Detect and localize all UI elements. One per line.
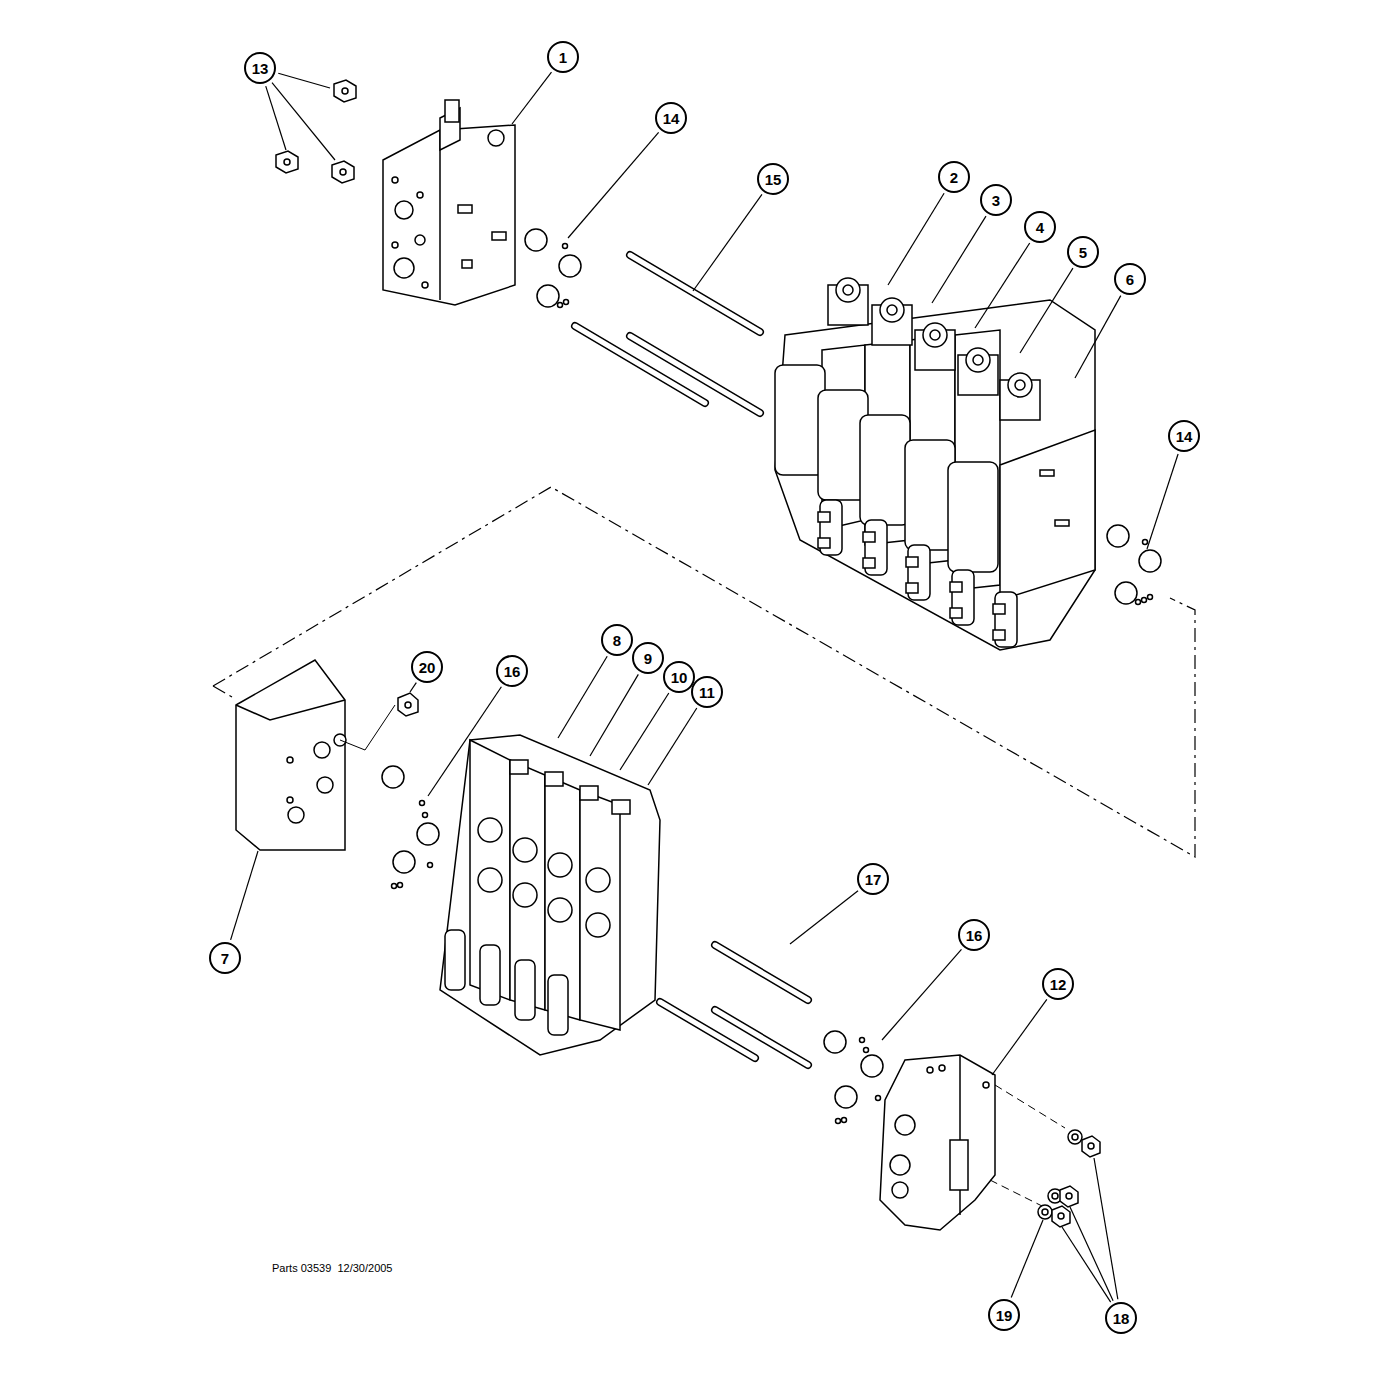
leader-line <box>568 132 659 238</box>
drawing-note: Parts 03539 12/30/2005 <box>272 1262 392 1274</box>
leader-line <box>992 999 1047 1075</box>
callout-number: 12 <box>1042 968 1074 1000</box>
callout-number: 16 <box>958 919 990 951</box>
leader-line <box>1011 1220 1043 1297</box>
callout-number: 14 <box>1168 420 1200 452</box>
callout-number: 4 <box>1024 211 1056 243</box>
callout-number: 3 <box>980 184 1012 216</box>
leader-line <box>1062 1227 1111 1302</box>
leader-line <box>410 683 416 692</box>
leader-line <box>1075 296 1121 378</box>
leader-line <box>620 693 669 770</box>
leader-line <box>272 83 335 160</box>
leader-line <box>888 193 944 285</box>
callout-number: 18 <box>1105 1302 1137 1334</box>
leader-line <box>1094 1158 1118 1299</box>
leader-line <box>231 851 258 940</box>
leader-line <box>590 674 638 756</box>
callout-number: 19 <box>988 1299 1020 1331</box>
callout-number: 15 <box>757 163 789 195</box>
callout-number: 1 <box>547 41 579 73</box>
leader-line <box>648 708 697 785</box>
leader-line <box>512 72 551 124</box>
callout-number: 20 <box>411 651 443 683</box>
leader-line <box>428 687 501 796</box>
callout-number: 8 <box>601 624 633 656</box>
callout-number: 6 <box>1114 263 1146 295</box>
callout-number: 14 <box>655 102 687 134</box>
callout-number: 11 <box>691 676 723 708</box>
leader-line <box>558 656 607 738</box>
callout-number: 17 <box>857 863 889 895</box>
leader-line <box>693 194 762 291</box>
callout-number: 9 <box>632 642 664 674</box>
leader-line <box>932 216 986 303</box>
callout-number: 10 <box>663 661 695 693</box>
callout-number: 5 <box>1067 236 1099 268</box>
callout-number: 2 <box>938 161 970 193</box>
leader-line <box>1147 454 1178 549</box>
leader-line <box>975 243 1030 328</box>
leader-line <box>1020 268 1073 353</box>
leader-line <box>278 73 330 88</box>
leader-line <box>790 891 858 944</box>
callout-number: 16 <box>496 655 528 687</box>
callout-number: 13 <box>244 52 276 84</box>
leader-line <box>1070 1207 1113 1301</box>
leader-line <box>882 949 961 1040</box>
callout-number: 7 <box>209 942 241 974</box>
